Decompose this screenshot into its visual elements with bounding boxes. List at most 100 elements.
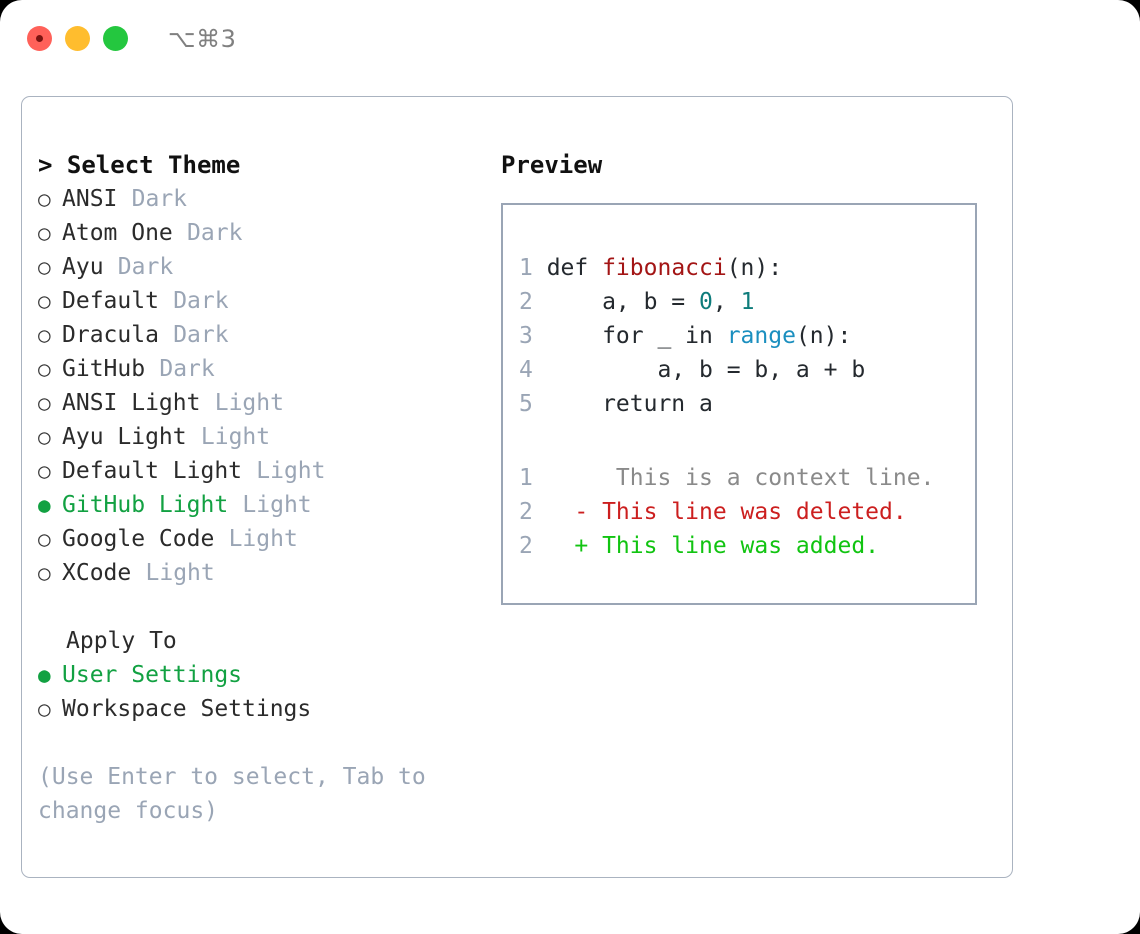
apply-to-option-label: Workspace Settings [62,696,312,722]
theme-option-4[interactable]: ○ Dracula Dark [38,318,478,352]
theme-option-label: ANSI Light [62,390,201,416]
diff-line-del: 2 - This line was deleted. [519,495,934,529]
theme-option-5[interactable]: ○ GitHub Dark [38,352,478,386]
radio-unselected-icon: ○ [38,391,51,415]
theme-option-label: Atom One [62,220,173,246]
radio-selected-icon: ● [38,663,51,687]
theme-option-label: Ayu [62,254,104,280]
code-line-number: 2 [519,289,533,315]
keyboard-hint-text: (Use Enter to select, Tab to change focu… [38,764,426,824]
theme-option-tag: Dark [187,220,243,246]
code-token-plain: (n): [795,323,852,349]
radio-unselected-icon: ○ [38,459,51,483]
code-token-num: 0 [699,289,713,315]
code-token-builtin: range [726,323,796,349]
theme-option-label: Google Code [62,526,215,552]
code-line-4: 4 a, b = b, a + b [519,353,865,387]
radio-unselected-icon: ○ [38,561,51,585]
code-token-plain: a, b = [546,289,700,315]
theme-option-tag: Light [145,560,215,586]
code-line-2: 2 a, b = 0, 1 [519,285,865,319]
radio-unselected-icon: ○ [38,289,51,313]
theme-option-7[interactable]: ○ Ayu Light Light [38,420,478,454]
code-token-plain: return a [546,391,713,417]
code-token-plain: for _ in [546,323,727,349]
theme-option-label: XCode [62,560,132,586]
apply-to-option-label: User Settings [62,662,243,688]
theme-option-tag: Light [228,526,298,552]
code-line-number: 4 [519,357,533,383]
diff-line-number: 2 [519,499,533,525]
radio-unselected-icon: ○ [38,255,51,279]
zoom-button-icon[interactable] [103,26,128,51]
theme-option-tag: Light [214,390,284,416]
theme-option-10[interactable]: ○ Google Code Light [38,522,478,556]
diff-line-text: + This line was added. [546,533,880,559]
theme-option-11[interactable]: ○ XCode Light [38,556,478,590]
theme-option-tag: Dark [131,186,188,212]
diff-line-text: - This line was deleted. [546,499,907,525]
theme-option-label: GitHub [62,356,146,382]
diff-line-number: 2 [519,533,533,559]
code-line-3: 3 for _ in range(n): [519,319,865,353]
theme-option-label: Ayu Light [62,424,187,450]
apply-to-option-1[interactable]: ○ Workspace Settings [38,692,478,726]
radio-unselected-icon: ○ [38,697,51,721]
diff-line-number: 1 [519,465,533,491]
title-bar: ⌥⌘3 [0,0,1140,78]
theme-option-tag: Light [242,492,312,518]
apply-to-section: Apply To ● User Settings ○ Workspace Settin… [38,624,478,726]
theme-option-tag: Dark [159,356,215,382]
radio-unselected-icon: ○ [38,425,51,449]
radio-unselected-icon: ○ [38,357,51,381]
theme-option-9[interactable]: ● GitHub Light Light [38,488,478,522]
code-token-plain: a, b = b, a + b [546,357,866,383]
code-line-number: 3 [519,323,533,349]
code-token-plain: , [712,289,741,315]
theme-option-tag: Dark [173,322,229,348]
code-line-number: 5 [519,391,533,417]
theme-option-8[interactable]: ○ Default Light Light [38,454,478,488]
apply-to-option-0[interactable]: ● User Settings [38,658,478,692]
theme-option-tag: Light [256,458,326,484]
code-token-num: 1 [740,289,755,315]
radio-unselected-icon: ○ [38,323,51,347]
theme-option-label: Default Light [62,458,243,484]
diff-line-ctx: 1 This is a context line. [519,461,934,495]
radio-unselected-icon: ○ [38,221,51,245]
code-token-func: fibonacci [602,255,727,281]
code-token-plain: (n): [726,255,783,281]
apply-to-options[interactable]: ● User Settings ○ Workspace Settings [38,658,478,726]
radio-selected-icon: ● [38,493,51,517]
radio-unselected-icon: ○ [38,527,51,551]
radio-unselected-icon: ○ [38,187,51,211]
theme-option-label: GitHub Light [62,492,229,518]
apply-to-header: Apply To [66,628,177,654]
diff-line-text: This is a context line. [546,465,935,491]
theme-option-tag: Light [200,424,271,450]
select-theme-header: > Select Theme [38,151,241,179]
keyboard-shortcut-label: ⌥⌘3 [168,25,237,53]
diff-line-add: 2 + This line was added. [519,529,934,563]
theme-option-label: Dracula [62,322,159,348]
theme-option-tag: Dark [173,288,229,314]
code-line-5: 5 return a [519,387,865,421]
preview-header: Preview [501,151,603,179]
diff-sample: 1 This is a context line.2 - This line w… [519,461,934,563]
code-line-number: 1 [519,255,533,281]
theme-option-1[interactable]: ○ Atom One Dark [38,216,478,250]
theme-option-6[interactable]: ○ ANSI Light Light [38,386,478,420]
minimize-button-icon[interactable] [65,26,90,51]
close-button-icon[interactable] [27,26,52,51]
